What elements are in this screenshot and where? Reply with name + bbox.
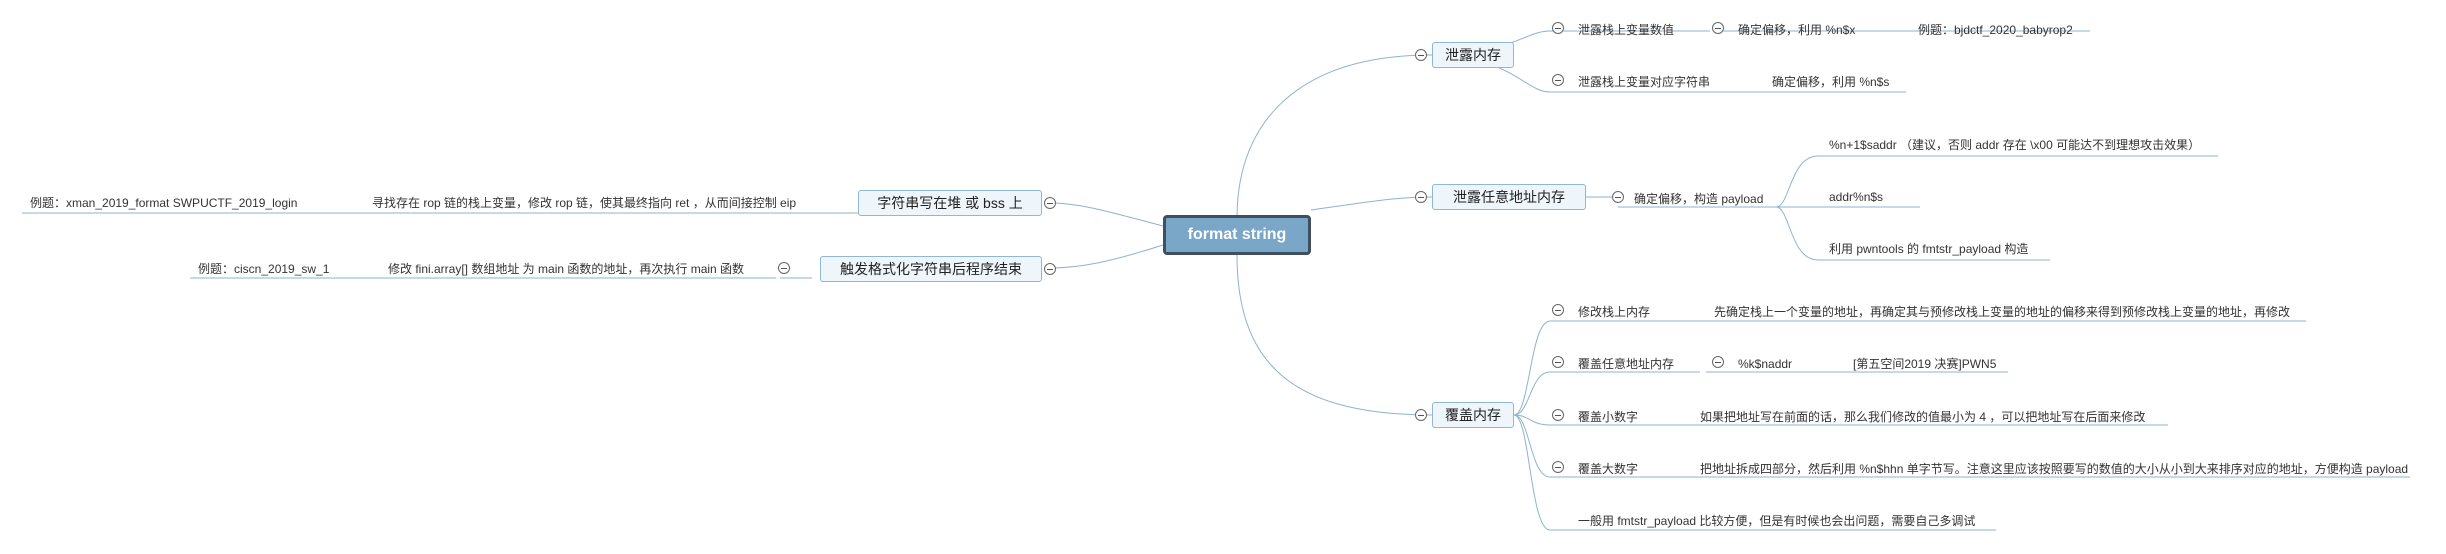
topic-payload-option-1[interactable]: %n+1$saddr （建议，否则 addr 存在 \x00 可能达不到理想攻击… bbox=[1829, 138, 2201, 152]
topic-overwrite-small-desc[interactable]: 如果把地址写在前面的话，那么我们修改的值最小为 4 ，可以把地址写在后面来修改 bbox=[1700, 410, 2146, 424]
collapse-toggle-icon[interactable] bbox=[1415, 409, 1427, 421]
topic-overwrite-stack-desc[interactable]: 先确定栈上一个变量的地址，再确定其与预修改栈上变量的地址的偏移来得到预修改栈上变… bbox=[1714, 305, 2291, 319]
topic-offset-s[interactable]: 确定偏移，利用 %n$s bbox=[1772, 75, 1890, 89]
collapse-toggle-icon[interactable] bbox=[1044, 197, 1056, 209]
collapse-toggle-icon[interactable] bbox=[1552, 409, 1564, 421]
collapse-toggle-icon[interactable] bbox=[1415, 49, 1427, 61]
collapse-toggle-icon[interactable] bbox=[1044, 263, 1056, 275]
topic-trigger-end-desc[interactable]: 修改 fini.array[] 数组地址 为 main 函数的地址，再次执行 m… bbox=[388, 262, 745, 276]
topic-overwrite-any-example[interactable]: [第五空间2019 决赛]PWN5 bbox=[1853, 357, 1997, 371]
collapse-toggle-icon[interactable] bbox=[1552, 22, 1564, 34]
topic-heap-or-bss[interactable]: 字符串写在堆 或 bss 上 bbox=[858, 190, 1042, 216]
topic-leak-memory[interactable]: 泄露内存 bbox=[1432, 42, 1514, 68]
root-topic[interactable]: format string bbox=[1163, 215, 1311, 255]
topic-trigger-end-example[interactable]: 例题：ciscn_2019_sw_1 bbox=[198, 262, 330, 276]
topic-overwrite-note[interactable]: 一般用 fmtstr_payload 比较方便，但是有时候也会出问题，需要自己多… bbox=[1578, 514, 1976, 528]
topic-trigger-end[interactable]: 触发格式化字符串后程序结束 bbox=[820, 256, 1042, 282]
topic-payload[interactable]: 确定偏移，构造 payload bbox=[1634, 192, 1764, 206]
collapse-toggle-icon[interactable] bbox=[1712, 356, 1724, 368]
topic-overwrite-big-desc[interactable]: 把地址拆成四部分，然后利用 %n$hhn 单字节写。注意这里应该按照要写的数值的… bbox=[1700, 462, 2409, 476]
topic-payload-option-3[interactable]: 利用 pwntools 的 fmtstr_payload 构造 bbox=[1829, 242, 2029, 256]
topic-overwrite-big[interactable]: 覆盖大数字 bbox=[1578, 462, 1639, 476]
collapse-toggle-icon[interactable] bbox=[1415, 191, 1427, 203]
topic-example-x[interactable]: 例题：bjdctf_2020_babyrop2 bbox=[1918, 23, 2073, 37]
topic-leak-stack-var-string[interactable]: 泄露栈上变量对应字符串 bbox=[1578, 75, 1711, 89]
topic-payload-option-2[interactable]: addr%n$s bbox=[1829, 190, 1884, 204]
topic-offset-x[interactable]: 确定偏移，利用 %n$x bbox=[1738, 23, 1856, 37]
topic-leak-any-address[interactable]: 泄露任意地址内存 bbox=[1432, 184, 1586, 210]
collapse-toggle-icon[interactable] bbox=[1552, 461, 1564, 473]
topic-overwrite-any-fmt[interactable]: %k$naddr bbox=[1738, 357, 1793, 371]
topic-overwrite-stack[interactable]: 修改栈上内存 bbox=[1578, 305, 1651, 319]
topic-heap-bss-desc[interactable]: 寻找存在 rop 链的栈上变量，修改 rop 链，使其最终指向 ret ，从而间… bbox=[372, 196, 797, 210]
topic-overwrite-memory[interactable]: 覆盖内存 bbox=[1432, 402, 1514, 428]
collapse-toggle-icon[interactable] bbox=[1712, 22, 1724, 34]
collapse-toggle-icon[interactable] bbox=[1552, 74, 1564, 86]
topic-leak-stack-var-value[interactable]: 泄露栈上变量数值 bbox=[1578, 23, 1675, 37]
collapse-toggle-icon[interactable] bbox=[1552, 356, 1564, 368]
collapse-toggle-icon[interactable] bbox=[1552, 304, 1564, 316]
topic-overwrite-small[interactable]: 覆盖小数字 bbox=[1578, 410, 1639, 424]
topic-overwrite-any[interactable]: 覆盖任意地址内存 bbox=[1578, 357, 1675, 371]
collapse-toggle-icon[interactable] bbox=[1612, 191, 1624, 203]
collapse-toggle-icon[interactable] bbox=[778, 262, 790, 274]
topic-heap-bss-example[interactable]: 例题：xman_2019_format SWPUCTF_2019_login bbox=[30, 196, 298, 210]
